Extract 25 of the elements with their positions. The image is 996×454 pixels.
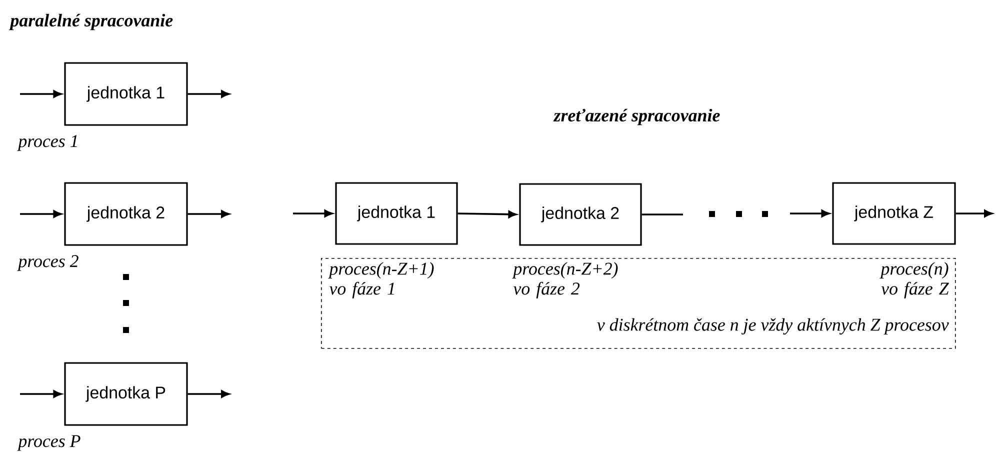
process-label: proces 1 (17, 135, 77, 151)
unit-box: jednotka Z (832, 182, 956, 245)
arrow (188, 90, 230, 98)
section-heading: paralelné spracovanie (8, 14, 173, 30)
arrow (293, 210, 333, 218)
unit-box: jednotka 2 (64, 182, 188, 246)
process-label: proces P (17, 435, 80, 451)
arrow (458, 210, 517, 218)
unit-box: jednotka 1 (335, 182, 458, 245)
process-label: proces(n-Z+2) vo fáze 2 (512, 262, 618, 298)
arrow (20, 90, 62, 98)
arrow (188, 390, 230, 398)
process-label: proces(n-Z+1) vo fáze 1 (328, 262, 434, 298)
arrow (188, 210, 230, 218)
arrow (20, 210, 62, 218)
section-heading: zreťazené spracovanie (553, 108, 720, 126)
process-label: v diskrétnom čase n je vždy aktívnych Z procesov (597, 318, 949, 335)
arrow (20, 390, 62, 398)
unit-box: jednotka P (64, 362, 188, 426)
unit-box: jednotka 1 (64, 62, 188, 126)
process-label: proces 2 (17, 255, 78, 271)
unit-box: jednotka 2 (519, 183, 642, 246)
arrow (956, 210, 992, 218)
arrow (790, 210, 830, 218)
process-label: proces(n) vo fáze Z (880, 262, 949, 298)
